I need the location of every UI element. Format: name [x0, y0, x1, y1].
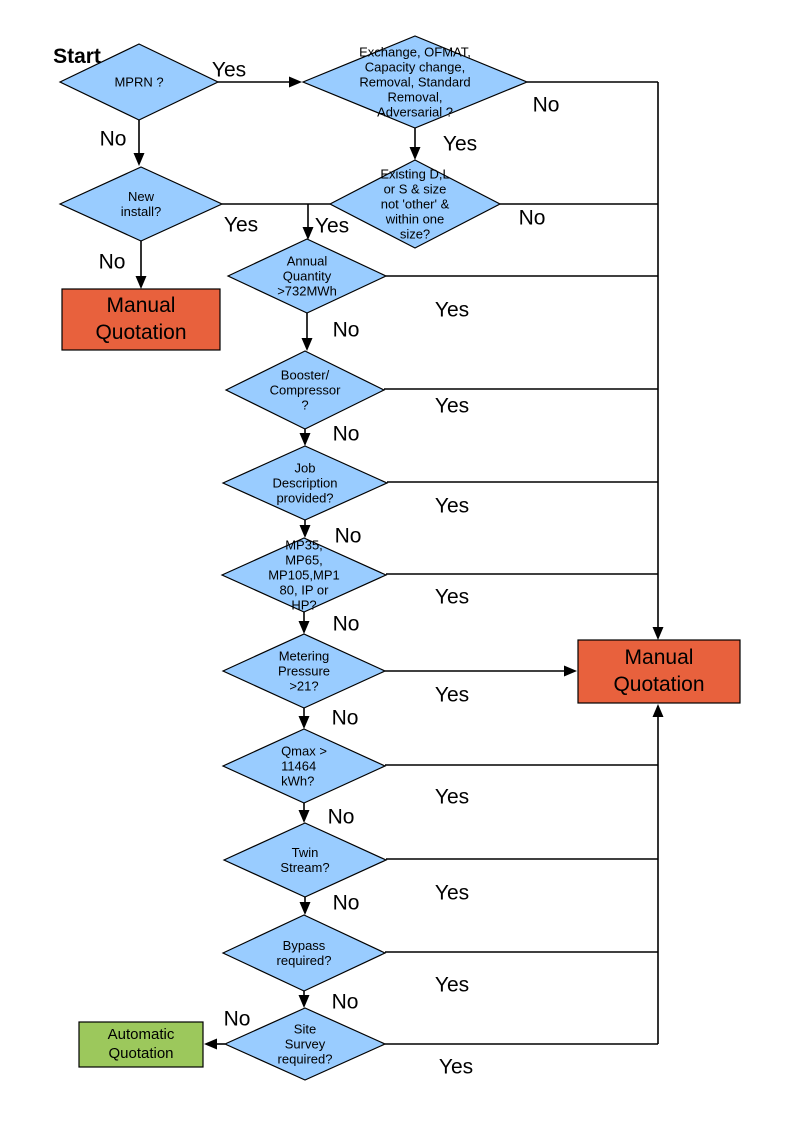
- edge-label-exchange-no: No: [532, 93, 560, 117]
- decision-metering-label: Metering Pressure >21?: [277, 648, 331, 694]
- arrowhead: [298, 995, 310, 1008]
- edge-label-job-desc-yes: Yes: [434, 494, 470, 518]
- arrowhead: [298, 810, 310, 823]
- terminal-shapes: [61, 288, 741, 1068]
- arrowhead: [299, 433, 311, 446]
- decision-booster-label: Booster/ Compressor ?: [269, 367, 341, 413]
- new-install-diamond: [58, 166, 224, 242]
- metering-pressure-diamond: [221, 633, 387, 709]
- arrowhead: [204, 1038, 217, 1050]
- edge-label-site-survey-yes: Yes: [438, 1055, 474, 1079]
- job-description-diamond: [221, 445, 389, 521]
- existing-diamond: [328, 159, 502, 249]
- arrowhead: [298, 621, 310, 634]
- edge-label-booster-yes: Yes: [434, 394, 470, 418]
- edge-label-qmax-yes: Yes: [434, 785, 470, 809]
- mp35-diamond: [220, 537, 388, 613]
- edge-label-job-desc-no: No: [334, 524, 362, 548]
- arrowhead: [133, 153, 145, 166]
- edge-label-annual-no: No: [332, 318, 360, 342]
- edge-label-bypass-no: No: [331, 990, 359, 1014]
- terminal-auto-label: Automatic Quotation: [107, 1026, 175, 1062]
- arrowhead: [289, 76, 302, 88]
- decision-annual-label: Annual Quantity >732MWh: [277, 253, 337, 299]
- decision-shapes: [58, 35, 529, 1081]
- booster-diamond: [224, 350, 386, 430]
- terminal-manual-right-label: Manual Quotation: [613, 646, 705, 696]
- decision-mprn-label: MPRN ?: [114, 74, 164, 90]
- decision-exchange-label: Exchange, OFMAT, Capacity change, Remova…: [359, 44, 471, 120]
- start-label: Start: [53, 45, 101, 68]
- edge-label-new-install-no: No: [98, 250, 126, 274]
- decision-job-desc-label: Job Description provided?: [272, 460, 338, 506]
- arrowhead: [301, 338, 313, 351]
- bypass-diamond: [221, 914, 387, 992]
- edge-label-new-install-yes: Yes: [223, 213, 259, 237]
- decision-twin-label: Twin Stream?: [280, 845, 330, 875]
- arrowhead: [652, 627, 664, 640]
- edge-label-existing-no: No: [518, 206, 546, 230]
- edge-label-twin-yes: Yes: [434, 881, 470, 905]
- edge-label-booster-no: No: [332, 422, 360, 446]
- edge-label-metering-yes: Yes: [434, 683, 470, 707]
- arrowhead: [302, 227, 314, 240]
- exchange-diamond: [301, 35, 529, 129]
- annual-quantity-diamond: [226, 238, 388, 314]
- decision-new-install-label: New install?: [120, 189, 162, 219]
- arrowhead: [299, 902, 311, 915]
- decision-existing-label: Existing D,L or S & size not 'other' & w…: [380, 166, 450, 242]
- arrowheads: [133, 76, 664, 1050]
- edge-label-mprn-no: No: [99, 127, 127, 151]
- arrowhead: [564, 665, 577, 677]
- decision-mp35-label: MP35, MP65, MP105,MP1 80, IP or HP?: [268, 537, 340, 613]
- decision-qmax-label: Qmax > 11464 kWh?: [281, 743, 327, 789]
- terminal-manual-left-label: Manual Quotation: [95, 294, 187, 344]
- decision-bypass-label: Bypass required?: [276, 938, 332, 968]
- edge-label-mprn-yes: Yes: [211, 58, 247, 82]
- manual-quotation-left-box: [61, 288, 221, 351]
- decision-site-survey-label: Site Survey required?: [277, 1021, 333, 1067]
- arrowhead: [409, 147, 421, 160]
- edge-label-metering-no: No: [331, 706, 359, 730]
- site-survey-diamond: [223, 1007, 387, 1081]
- arrowhead: [135, 276, 147, 289]
- twin-stream-diamond: [222, 822, 388, 898]
- manual-quotation-right-box: [577, 639, 741, 704]
- edge-label-twin-no: No: [332, 891, 360, 915]
- edge-label-exchange-yes: Yes: [442, 132, 478, 156]
- edge-label-qmax-no: No: [327, 805, 355, 829]
- edge-label-existing-yes: Yes: [314, 214, 350, 238]
- edge-label-annual-yes: Yes: [434, 298, 470, 322]
- edge-label-bypass-yes: Yes: [434, 973, 470, 997]
- mprn-diamond: [58, 43, 220, 121]
- arrowhead: [299, 525, 311, 538]
- automatic-quotation-box: [78, 1021, 204, 1068]
- edge-label-site-survey-no: No: [223, 1007, 251, 1031]
- edge-label-mp35-yes: Yes: [434, 585, 470, 609]
- arrowhead: [652, 704, 664, 717]
- arrowhead: [298, 716, 310, 729]
- edge-label-mp35-no: No: [332, 612, 360, 636]
- qmax-diamond: [221, 728, 387, 804]
